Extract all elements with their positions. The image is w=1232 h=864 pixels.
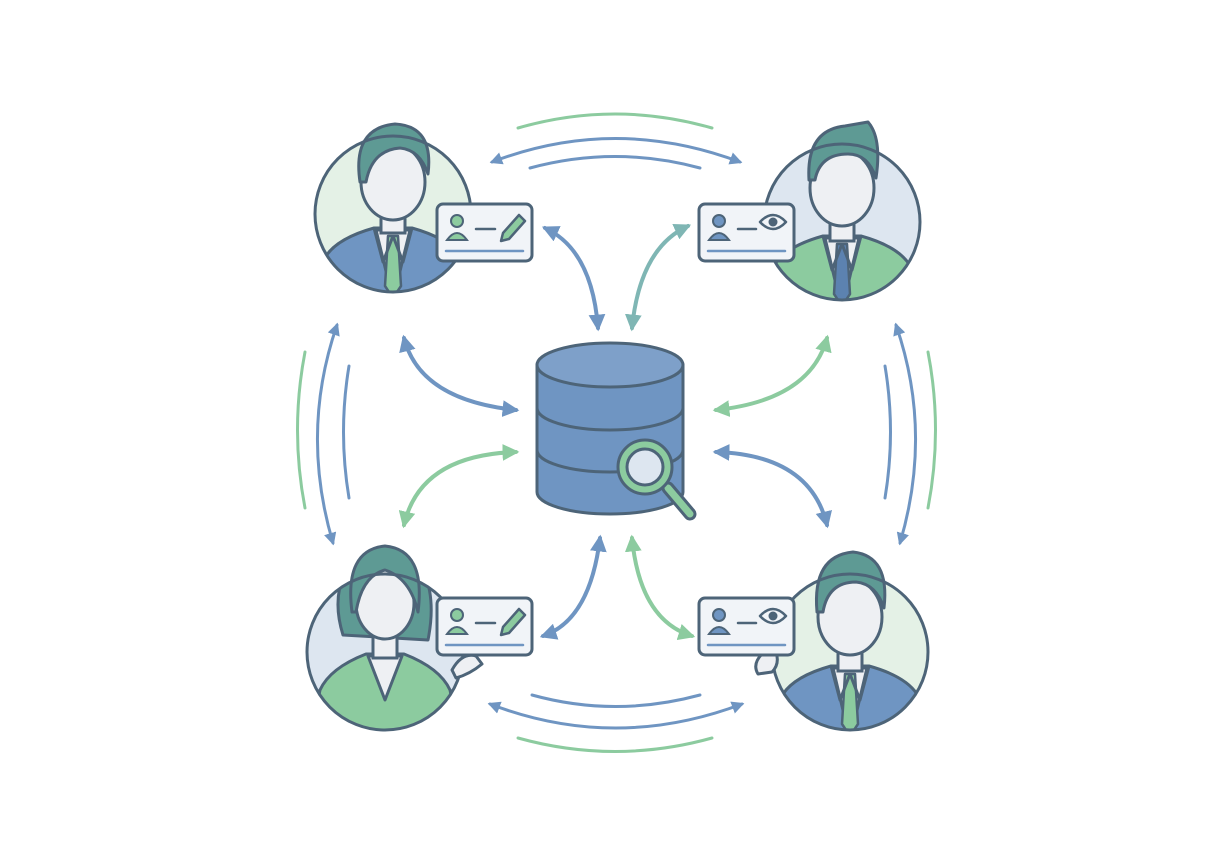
left-arc-blue (342, 364, 351, 500)
left-arc-green (296, 350, 307, 510)
user-bottom-right (754, 550, 930, 732)
user-top-right (762, 120, 922, 302)
right-arc-green (926, 350, 937, 510)
card-avatar-icon (712, 214, 726, 228)
eye-icon (758, 607, 788, 625)
top-arc-green (516, 112, 714, 130)
bottom-arc-green (516, 736, 714, 753)
right-arc-blue (883, 364, 892, 500)
user-top-left (313, 122, 473, 294)
user-bottom-left (305, 544, 484, 732)
arrow-br-to-db (712, 444, 832, 529)
card-avatar-icon (450, 214, 464, 228)
pencil-icon (499, 607, 527, 637)
id-card-top-right (697, 202, 796, 263)
id-card-top-left (435, 202, 534, 263)
id-card-bottom-left (435, 596, 534, 657)
card-avatar-icon (712, 608, 726, 622)
hair (814, 550, 887, 614)
arrow-tr-to-db (712, 334, 832, 417)
right-arrow (893, 322, 917, 546)
eye-icon (758, 213, 788, 231)
hand (450, 653, 484, 680)
arrow-tl-card-to-db (541, 226, 606, 332)
arrow-bl-to-db (398, 444, 520, 529)
card-avatar-icon (450, 608, 464, 622)
arrow-bl-card-to-db (539, 534, 607, 640)
top-arrow (489, 137, 743, 165)
hair (349, 544, 421, 614)
inner-connections (398, 223, 832, 641)
arrow-tr-card-to-db (624, 223, 692, 332)
bottom-arrow (487, 701, 745, 730)
arrow-br-card-to-db (624, 534, 696, 641)
pencil-icon (499, 213, 527, 243)
left-arrow (316, 322, 340, 546)
hand (754, 650, 779, 676)
top-arc-blue (528, 155, 702, 170)
outer-connections (296, 112, 937, 753)
arrow-tl-to-db (399, 334, 520, 417)
magnifier-icon (616, 438, 697, 521)
bottom-arc-blue (530, 693, 702, 708)
id-card-bottom-right (697, 596, 796, 657)
hair (807, 120, 880, 182)
